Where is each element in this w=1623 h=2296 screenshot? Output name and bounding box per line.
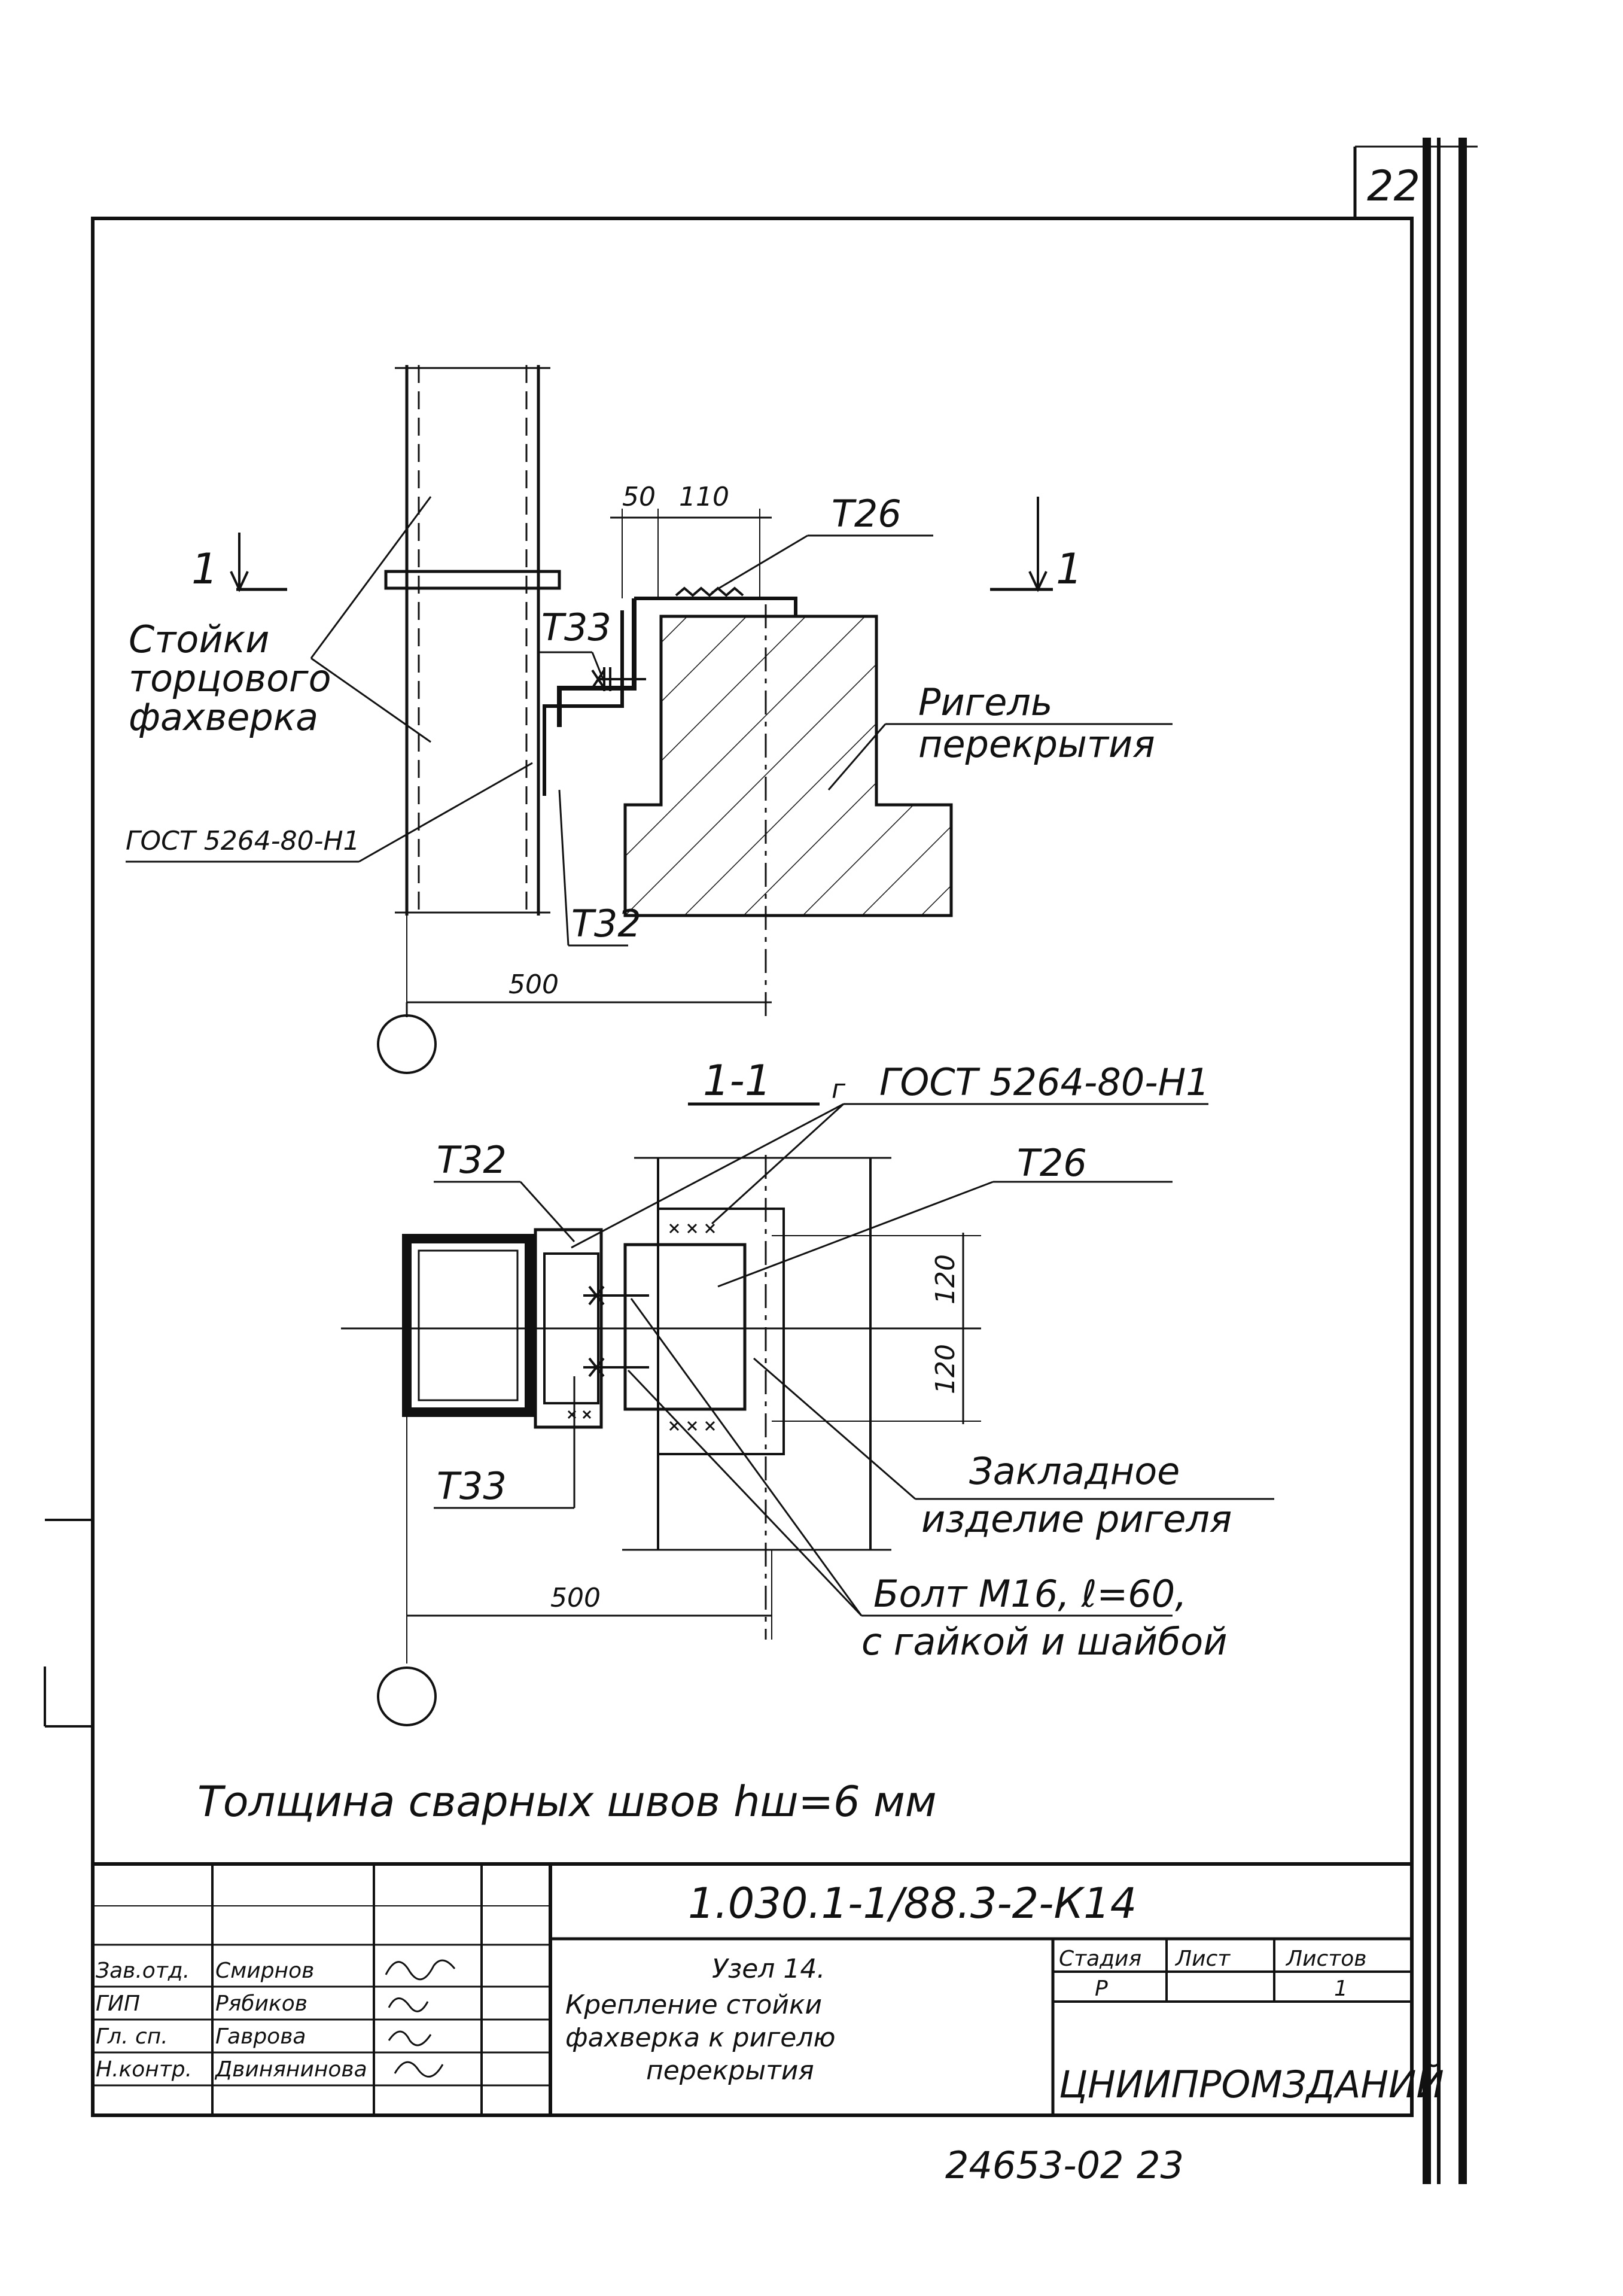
posts-label-line3: фахверка bbox=[129, 695, 318, 739]
elevation-dim-500: 500 bbox=[508, 969, 559, 1000]
node-title: Узел 14. bbox=[712, 1954, 825, 1984]
section-dim-500: 500 bbox=[550, 1583, 601, 1613]
elevation-leaders bbox=[126, 496, 1173, 947]
section-bolts bbox=[583, 1285, 649, 1377]
description-line3: перекрытия bbox=[646, 2055, 814, 2086]
plate-t26-section bbox=[623, 1243, 747, 1411]
section-view bbox=[341, 1102, 1274, 1726]
bolt-label-line2: с гайкой и шайбой bbox=[861, 1620, 1228, 1664]
weld-thickness-note: Толщина сварных швов hш=6 мм bbox=[197, 1777, 937, 1826]
section-weld-label: ГОСТ 5264-80-Н1 bbox=[879, 1060, 1210, 1104]
posts-label-line2: торцового bbox=[129, 656, 331, 700]
section-mark-left-label: 1 bbox=[191, 545, 218, 594]
name-row-2: Рябиков bbox=[215, 1991, 307, 2016]
role-row-2: ГИП bbox=[96, 1991, 140, 2016]
embedded-label-line2: изделие ригеля bbox=[921, 1497, 1232, 1541]
elevation-tag-t32: Т32 bbox=[571, 902, 641, 945]
section-dim-120-top: 120 bbox=[930, 1254, 961, 1304]
square-tube-post bbox=[402, 1234, 534, 1417]
section-tag-t32: Т32 bbox=[437, 1138, 507, 1182]
posts-label-line1: Стойки bbox=[129, 618, 269, 661]
description-line2: фахверка к ригелю bbox=[565, 2023, 836, 2053]
organization-name: ЦНИИПРОМЗДАНИЙ bbox=[1059, 2062, 1444, 2106]
plate-t33 bbox=[543, 610, 646, 796]
section-mark-right-label: 1 bbox=[1056, 545, 1083, 594]
name-row-3: Гаврова bbox=[215, 2024, 306, 2049]
elevation-dim-110: 110 bbox=[679, 482, 729, 512]
role-row-4: Н.контр. bbox=[96, 2057, 192, 2082]
girder-label-line1: Ригель bbox=[918, 680, 1053, 724]
elevation-dim-50: 50 bbox=[622, 482, 656, 512]
sheet-frame bbox=[44, 138, 1478, 2184]
section-axis-lines bbox=[341, 1233, 981, 1424]
stage-header: Стадия bbox=[1059, 1947, 1141, 1971]
sheets-value: 1 bbox=[1334, 1976, 1348, 2001]
elevation-weld-label: ГОСТ 5264-80-Н1 bbox=[126, 826, 360, 856]
sheet-header: Лист bbox=[1174, 1947, 1231, 1971]
girder-label-line2: перекрытия bbox=[918, 722, 1155, 766]
section-tag-t33: Т33 bbox=[437, 1464, 507, 1508]
role-row-1: Зав.отд. bbox=[96, 1959, 190, 1983]
name-row-1: Смирнов bbox=[215, 1959, 314, 1983]
axis-marker-section bbox=[377, 1666, 437, 1726]
stage-value: Р bbox=[1095, 1976, 1108, 2001]
bottom-number: 24653-02 bbox=[945, 2143, 1124, 2187]
section-dim-120-bottom: 120 bbox=[930, 1344, 961, 1394]
role-row-3: Гл. сп. bbox=[96, 2024, 168, 2049]
section-weld-mark: г bbox=[832, 1074, 846, 1105]
section-tag-t26: Т26 bbox=[1017, 1141, 1087, 1185]
section-mark-left bbox=[230, 533, 287, 592]
section-title: 1-1 bbox=[703, 1056, 771, 1105]
section-leaders bbox=[434, 1103, 1274, 1617]
signatures bbox=[385, 1959, 456, 2078]
section-mark-right bbox=[990, 497, 1053, 592]
fachwerk-post bbox=[384, 365, 561, 916]
elevation-dimensions bbox=[406, 509, 772, 1017]
elevation-view bbox=[126, 365, 1173, 1074]
description-line1: Крепление стойки bbox=[565, 1990, 822, 2020]
sheets-header: Листов bbox=[1285, 1947, 1366, 1971]
axis-marker-elevation bbox=[377, 1002, 437, 1074]
bolt-label-line1: Болт М16, ℓ=60, bbox=[873, 1572, 1187, 1616]
section-weld-marks bbox=[567, 1223, 715, 1431]
girder-section-plan bbox=[622, 1155, 891, 1640]
embedded-label-line1: Закладное bbox=[969, 1449, 1180, 1493]
girder-section bbox=[623, 604, 953, 1017]
name-row-4: Двинянинова bbox=[214, 2057, 367, 2082]
page-number: 22 bbox=[1367, 162, 1420, 211]
elevation-tag-t33: Т33 bbox=[541, 606, 611, 649]
document-code: 1.030.1-1/88.3-2-К14 bbox=[688, 1879, 1137, 1928]
section-dimensions bbox=[406, 1412, 772, 1664]
elevation-tag-t26: Т26 bbox=[832, 492, 902, 536]
bottom-sheet: 23 bbox=[1137, 2143, 1184, 2187]
title-block-grid bbox=[93, 1862, 1412, 2115]
